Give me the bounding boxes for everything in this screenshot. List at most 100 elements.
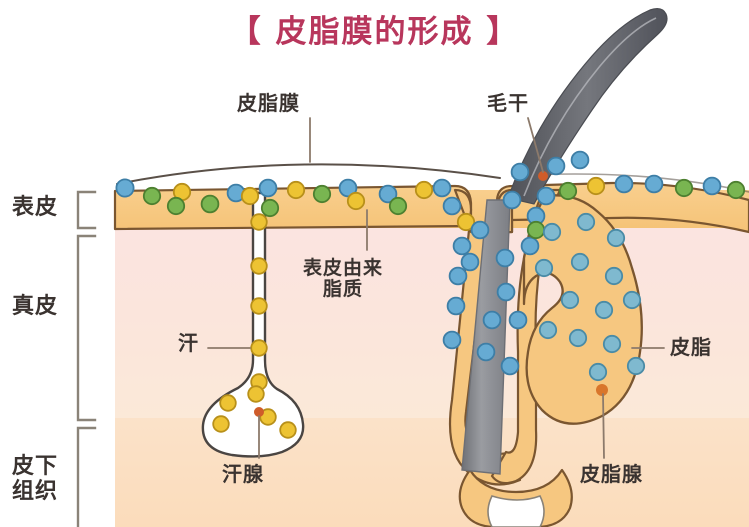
callout-label-sweat: 汗 [178, 331, 199, 355]
layer-label-subcutaneous: 皮下 组织 [12, 454, 59, 504]
page-title: 【 皮脂膜的形成 】 [229, 14, 520, 50]
droplet-green [388, 196, 408, 216]
sebaceous-gland-structure [458, 194, 643, 527]
droplet-blue [442, 330, 462, 350]
droplet-blue [448, 266, 468, 286]
bracket-epidermis [76, 190, 97, 230]
droplet-yellow [212, 415, 230, 433]
hair-shaft-external [507, 8, 668, 205]
droplet-blue [536, 186, 556, 206]
droplet-blue [542, 222, 562, 242]
droplet-yellow [240, 186, 260, 206]
droplet-blue [442, 196, 462, 216]
droplet-blue [622, 290, 642, 310]
droplet-yellow [586, 176, 606, 196]
layer-label-subcutaneous-line2: 组织 [12, 478, 59, 504]
droplet-blue [702, 176, 722, 196]
droplet-blue [604, 266, 624, 286]
droplet-blue [502, 190, 522, 210]
droplet-yellow [414, 180, 434, 200]
layer-label-subcutaneous-line1: 皮下 [12, 454, 59, 479]
callout-label-epidermal-lipid-line2: 脂质 [323, 278, 364, 301]
droplet-blue [476, 342, 496, 362]
leader-sebaceous-gland [602, 393, 605, 459]
droplet-blue [508, 310, 528, 330]
droplet-green [526, 220, 546, 240]
droplet-yellow [219, 394, 237, 412]
droplet-yellow [456, 212, 476, 232]
callout-label-epidermal-lipid-line1: 表皮由来 [303, 257, 384, 279]
droplet-blue [496, 282, 516, 302]
bracket-subcutaneous [76, 426, 97, 527]
droplet-blue [495, 248, 515, 268]
leader-lines [207, 117, 665, 459]
lipid-droplets [115, 150, 746, 376]
droplet-blue [378, 184, 398, 204]
droplet-blue [500, 356, 520, 376]
leader-hair-shaft [527, 117, 544, 173]
droplet-blue [560, 290, 580, 310]
droplet-green [142, 186, 162, 206]
anchor-dot-hair-shaft [538, 171, 548, 181]
sweat-gland-structure [201, 191, 305, 458]
droplet-green [166, 196, 186, 216]
droplet-green [200, 194, 220, 214]
callout-anchor-dots [254, 171, 608, 417]
layer-label-dermis: 真皮 [12, 294, 59, 319]
hair-shaft-structure [461, 8, 668, 475]
droplet-blue [568, 328, 588, 348]
follicle-bulb-inner [487, 495, 545, 527]
droplet-yellow [279, 421, 297, 439]
sebum-droplets [534, 212, 646, 382]
droplet-blue [432, 178, 452, 198]
anchor-dot-sebaceous-gland [596, 384, 608, 396]
droplet-blue [258, 178, 278, 198]
callout-label-sebum: 皮脂 [670, 335, 712, 359]
anchor-dot-sweat-gland [254, 407, 264, 417]
droplet-green [674, 178, 694, 198]
droplet-blue [510, 162, 530, 182]
droplet-blue [460, 252, 480, 272]
droplet-yellow [286, 180, 306, 200]
droplet-yellow [259, 408, 277, 426]
droplet-blue [576, 212, 596, 232]
sweat-droplets [212, 213, 297, 439]
droplet-blue [570, 252, 590, 272]
droplet-blue [482, 310, 502, 330]
droplet-blue [115, 178, 135, 198]
droplet-green [726, 180, 746, 200]
droplet-green [312, 184, 332, 204]
droplet-blue [538, 320, 558, 340]
callout-label-epidermal-lipid: 表皮由来 脂质 [303, 257, 384, 301]
droplet-blue [338, 178, 358, 198]
droplet-green [558, 181, 578, 201]
droplet-yellow [250, 257, 268, 275]
sebum-film-arc [116, 163, 501, 185]
droplet-blue [626, 356, 646, 376]
sweat-duct-and-bulb [201, 191, 305, 458]
droplet-blue [520, 236, 540, 256]
hair-shaft-intradermal [461, 199, 511, 475]
droplet-blue [546, 156, 566, 176]
callout-label-sebaceous-gland: 皮脂腺 [580, 462, 643, 486]
droplet-yellow [247, 385, 265, 403]
sebaceous-gland-shape [522, 194, 643, 425]
callout-label-sebum-film: 皮脂膜 [237, 91, 300, 115]
layer-label-epidermis: 表皮 [12, 195, 59, 220]
droplet-green [260, 198, 280, 218]
droplet-blue [588, 362, 608, 382]
droplet-yellow [346, 191, 366, 211]
droplet-blue [644, 174, 664, 194]
droplet-yellow [250, 213, 268, 231]
droplet-blue [606, 228, 626, 248]
dermis-layer [115, 226, 749, 420]
droplet-blue [446, 296, 466, 316]
droplet-blue [452, 236, 472, 256]
droplet-blue [594, 300, 614, 320]
droplet-blue [470, 220, 490, 240]
droplet-yellow [250, 339, 268, 357]
droplet-blue [570, 150, 590, 170]
droplet-blue [602, 334, 622, 354]
